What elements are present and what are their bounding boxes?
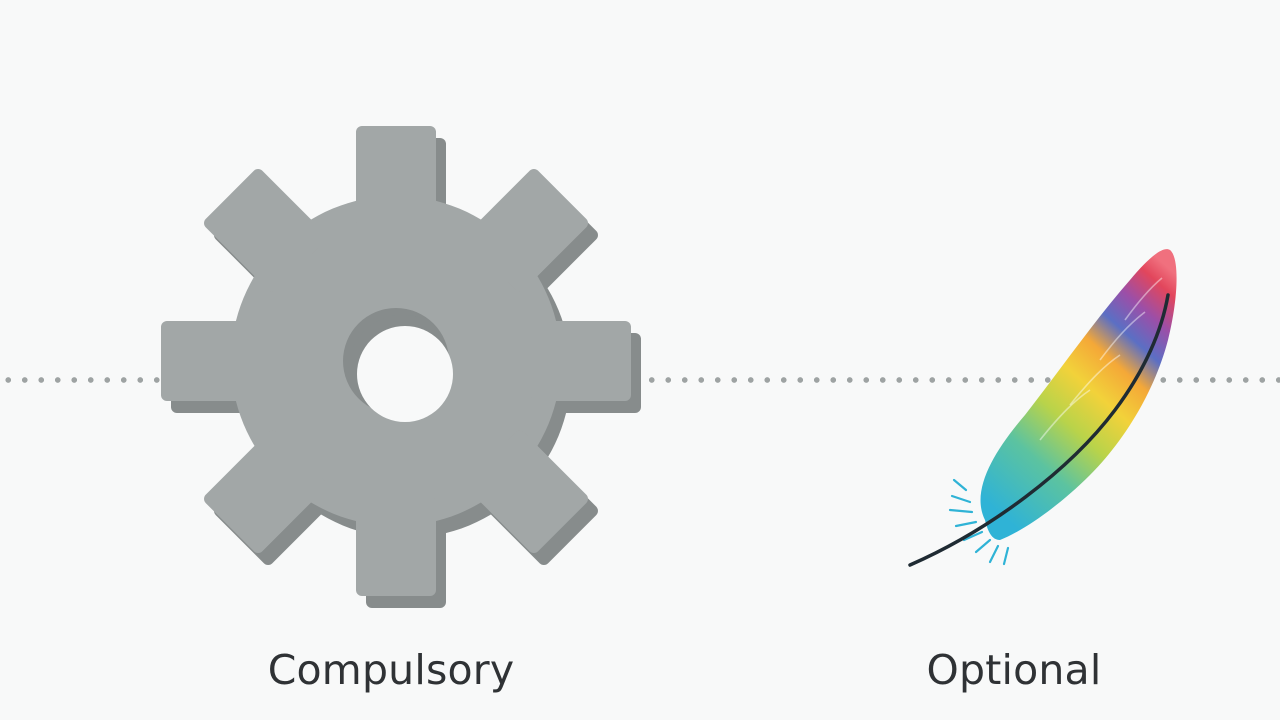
compulsory-label: Compulsory [267,646,515,694]
feather-icon [908,249,1177,567]
gear-icon [161,126,641,608]
optional-label: Optional [926,646,1102,694]
